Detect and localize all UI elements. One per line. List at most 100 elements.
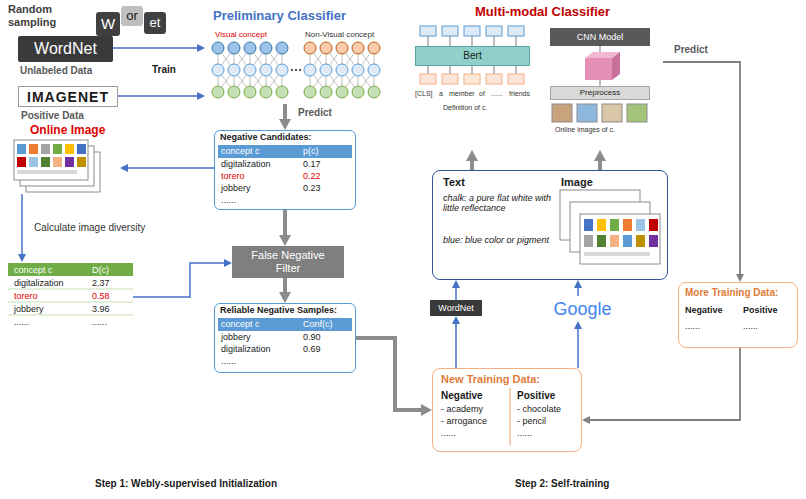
table-rule	[8, 315, 133, 316]
table-header-band	[218, 145, 352, 158]
bert-embeddings	[486, 26, 502, 36]
search-image-stack	[580, 214, 660, 264]
bert-embeddings	[508, 74, 524, 84]
neural-network	[228, 86, 240, 98]
connector	[285, 278, 286, 292]
node-text: ......	[491, 90, 503, 98]
search-image-stack	[597, 219, 606, 231]
table-box: concept cD(c)digitalization2.37torero0.5…	[8, 262, 133, 334]
node-text: Reliable Negative Samples:	[220, 305, 337, 315]
neural-network	[304, 42, 380, 54]
connector	[113, 48, 197, 49]
node-text: More Training Data:	[685, 287, 778, 299]
model-panel: Multi-modal Classifier[CLS]amemberof....…	[405, 22, 663, 150]
cnn-illustration	[612, 52, 620, 80]
neural-network	[368, 86, 380, 98]
cnn-illustration	[552, 104, 572, 122]
neural-network	[304, 86, 316, 98]
puzzle-pieces	[121, 6, 143, 26]
web-image-stack	[65, 157, 74, 167]
node-text: jobbery	[221, 183, 251, 193]
table-box: Reliable Negative Samples:concept cConf(…	[214, 303, 356, 373]
web-image-stack	[77, 144, 86, 154]
connector-line	[283, 210, 287, 235]
bert-embeddings	[420, 74, 524, 84]
node-text: WordNet	[34, 40, 97, 58]
neural-network	[244, 86, 256, 98]
cnn-illustration	[552, 46, 647, 122]
column-divider	[510, 388, 511, 446]
connector	[22, 194, 23, 254]
node-text: digitalization	[14, 278, 64, 288]
node-text: Preprocess	[580, 88, 620, 97]
connector	[356, 338, 421, 410]
node-text: jobbery	[14, 304, 44, 314]
table-header-band	[218, 318, 352, 331]
web-image-stack	[29, 157, 38, 167]
node-text: ......	[221, 195, 236, 205]
node-text: chalk: a pure flat white with little ref…	[443, 193, 557, 214]
search-image-stack	[623, 235, 632, 247]
bert-embeddings	[508, 26, 524, 36]
neural-network	[260, 86, 272, 98]
connector-line	[356, 338, 421, 410]
node-text: Negative	[685, 305, 723, 315]
search-image-stack	[636, 219, 645, 231]
search-image-stack	[560, 190, 660, 264]
neural-network	[336, 64, 348, 76]
node-text: Negative Candidates:	[220, 132, 312, 142]
bert-embeddings	[486, 74, 502, 84]
neural-network	[218, 48, 374, 92]
node-text: Unlabeled Data	[20, 65, 92, 77]
connector	[472, 161, 600, 170]
bert-embeddings	[420, 74, 436, 84]
node-text: Non-Visual concept	[305, 30, 374, 39]
node-text: - chocolate	[517, 404, 561, 414]
source-logo: Google	[548, 296, 617, 321]
web-image-stack	[65, 144, 74, 154]
edge-label: Calculate image diversity	[32, 222, 147, 234]
node-text: Google	[553, 298, 611, 319]
puzzle-letter: W	[96, 12, 120, 36]
connector-line	[598, 161, 602, 170]
node-text: Multi-modal Classifier	[475, 5, 610, 20]
connector-line	[113, 47, 197, 49]
node-text: blue: blue color or pigment	[443, 235, 557, 245]
node-text: ......	[517, 428, 532, 438]
node-text: Conf(c)	[303, 319, 333, 329]
edge-label: Train	[150, 64, 178, 76]
node-text: Positive	[517, 390, 555, 402]
cnn-illustration	[602, 104, 622, 122]
connector-line	[128, 167, 214, 169]
table-rule	[8, 289, 133, 315]
neural-network	[320, 86, 332, 98]
connector	[578, 329, 579, 368]
node-text: 0.22	[303, 171, 321, 181]
neural-network	[276, 64, 288, 76]
web-image-stack	[17, 170, 77, 174]
node-text: Negative	[441, 390, 483, 402]
neural-network	[352, 42, 364, 54]
neural-network	[304, 64, 316, 76]
neural-network	[276, 86, 288, 98]
node-text: Visual concept	[215, 30, 267, 39]
column-divider	[509, 388, 510, 446]
connector	[118, 96, 197, 97]
edge-label: Predict	[296, 107, 334, 119]
neural-network	[212, 86, 380, 98]
puzzle-pieces	[96, 6, 166, 36]
node-text: - academy	[441, 404, 483, 414]
connector	[456, 288, 457, 300]
node-text: torero	[221, 171, 245, 181]
neural-network	[212, 42, 380, 98]
node-text: concept c	[14, 265, 53, 275]
node-text: - arrogance	[441, 416, 487, 426]
node-text: ......	[92, 317, 107, 327]
bert-embeddings	[464, 74, 480, 84]
step-caption: Step 1: Webly-supervised Initialization	[95, 478, 277, 490]
connector-line	[663, 62, 740, 274]
bert-embeddings	[442, 74, 458, 84]
web-image-stack	[41, 144, 50, 154]
neural-network	[336, 86, 348, 98]
